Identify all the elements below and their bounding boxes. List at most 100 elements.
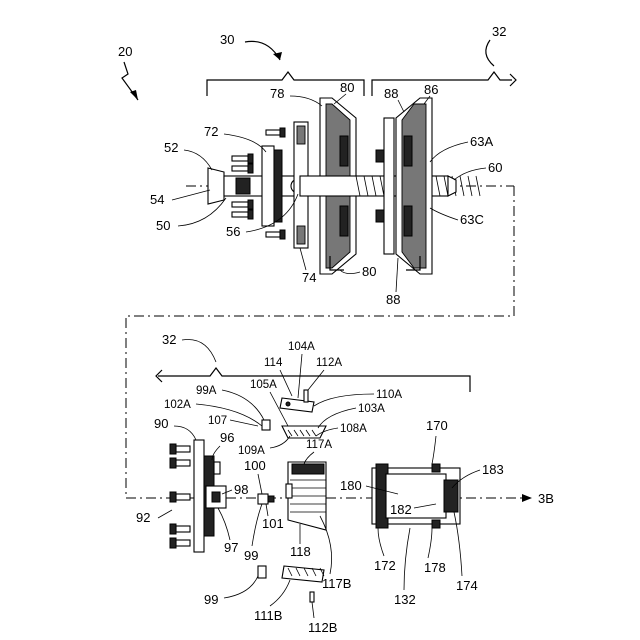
callout-182: 182 [390, 502, 412, 517]
leader-63A [430, 142, 468, 162]
leader-78 [290, 96, 322, 106]
clamp-104A [280, 398, 314, 412]
pulley-left-insert-bottom [340, 206, 348, 236]
callout-99-lower: 99 [204, 592, 218, 607]
callout-60: 60 [488, 160, 502, 175]
callout-107: 107 [208, 415, 227, 427]
bolt-shank-section [236, 178, 250, 194]
callout-96: 96 [220, 430, 234, 445]
leader-172 [378, 528, 384, 556]
callout-103A: 103A [358, 403, 385, 415]
socket-98-core [212, 492, 220, 502]
callout-108A: 108A [340, 423, 367, 435]
clamp-body-lug [286, 484, 292, 498]
upper-assembly [186, 98, 514, 274]
leader-112B [312, 602, 314, 618]
callout-118: 118 [290, 544, 311, 559]
leader-170 [432, 436, 436, 464]
callout-102A: 102A [164, 399, 191, 411]
block-99A [262, 420, 270, 430]
callout-109A: 109A [238, 445, 265, 457]
group-32-upper-leader [486, 40, 494, 66]
callout-114: 114 [264, 357, 283, 369]
callout-63A: 63A [470, 134, 493, 149]
callout-111B: 111B [254, 608, 282, 623]
callout-86: 86 [424, 82, 438, 97]
callout-117B: 117B [322, 576, 351, 591]
leader-132 [404, 528, 410, 590]
screw-112B [310, 592, 314, 602]
sleeve-key-top [432, 464, 440, 472]
leader-100 [258, 474, 262, 494]
group-30-label: 30 [220, 32, 234, 47]
callout-178: 178 [424, 560, 446, 575]
callout-63C: 63C [460, 212, 484, 227]
callout-88-top: 88 [384, 86, 398, 101]
callout-78: 78 [270, 86, 284, 101]
leader-99-lower [224, 576, 258, 598]
leader-99A [222, 390, 264, 420]
leader-99-upper [252, 504, 262, 546]
clamp-104A-hole [286, 402, 290, 406]
callout-180: 180 [340, 478, 362, 493]
leader-102A [196, 404, 262, 426]
leader-72 [224, 134, 266, 152]
leader-112A [308, 370, 324, 390]
callout-172: 172 [374, 558, 396, 573]
callout-170: 170 [426, 418, 448, 433]
leader-63C [430, 208, 458, 220]
callout-99-upper: 99 [244, 548, 258, 563]
callout-74: 74 [302, 270, 316, 285]
callout-88-bottom: 88 [386, 292, 400, 307]
leader-107 [230, 420, 258, 426]
callout-92: 92 [136, 510, 150, 525]
callout-112A: 112A [316, 357, 342, 369]
leader-50 [178, 198, 226, 226]
pulley-right-hub [384, 118, 394, 254]
hub-flange-section [274, 150, 282, 222]
callout-98: 98 [234, 482, 248, 497]
shaft-collar-top [376, 150, 384, 162]
pulley-right-insert-bottom [404, 206, 412, 236]
hub-flange [262, 146, 274, 226]
group-30-arrowhead [273, 52, 282, 60]
screw-112A [304, 390, 308, 402]
bolt-head [208, 168, 224, 204]
leader-74 [300, 248, 306, 270]
callout-50: 50 [156, 218, 170, 233]
callout-112B: 112B [308, 620, 337, 635]
plate-90-lug [214, 462, 220, 474]
group-32-lower-leader [182, 339, 216, 362]
callout-132: 132 [394, 592, 416, 607]
shaft-collar-bottom [376, 210, 384, 222]
callout-104A: 104A [288, 341, 315, 353]
leader-80-top [334, 94, 346, 104]
sleeve-end-cap [444, 480, 458, 512]
jaw-105A [282, 426, 326, 438]
upper-group-brackets: 30 32 [207, 24, 516, 96]
leader-101 [266, 504, 268, 516]
plate-90 [194, 440, 204, 552]
pulley-left-insert-top [340, 136, 348, 166]
group-32-upper-label: 32 [492, 24, 506, 39]
leader-111B [270, 580, 290, 606]
block-99-lower [258, 566, 266, 578]
callout-100: 100 [244, 458, 266, 473]
group-32-lower-label: 32 [162, 332, 176, 347]
callout-99A: 99A [196, 385, 217, 397]
callout-97: 97 [224, 540, 238, 555]
disc-74-detail-bottom [297, 226, 305, 244]
leader-114 [280, 370, 292, 396]
exit-arrow-label: 3B [538, 491, 554, 506]
pin-100-tip [268, 496, 274, 502]
leader-88-bottom [396, 258, 398, 292]
callout-183: 183 [482, 462, 504, 477]
assembly-reference: 20 [118, 44, 138, 100]
pin-100 [258, 494, 268, 504]
leader-97 [218, 508, 230, 540]
leader-60 [454, 168, 486, 180]
callout-90: 90 [154, 416, 168, 431]
exit-arrowhead [522, 494, 532, 502]
callout-72: 72 [204, 124, 218, 139]
